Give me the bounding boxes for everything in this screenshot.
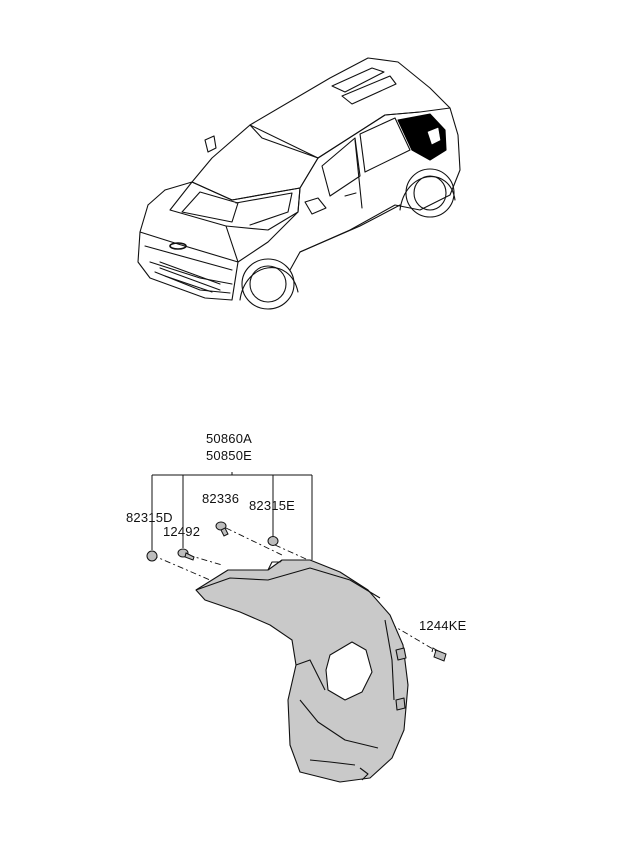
label-50860A: 50860A — [206, 431, 253, 446]
label-82315D: 82315D — [126, 510, 173, 525]
label-1244KE: 1244KE — [419, 618, 467, 633]
bolt-1244KE — [431, 647, 447, 662]
vehicle-illustration — [137, 57, 461, 310]
clip-82336 — [215, 521, 229, 537]
clip-82315D — [146, 550, 158, 562]
label-12492: 12492 — [163, 524, 201, 539]
label-82336: 82336 — [202, 491, 240, 506]
label-82315E: 82315E — [249, 498, 296, 513]
callout-lines — [151, 472, 313, 560]
quarter-trim-panel — [195, 559, 409, 783]
label-50850E: 50850E — [206, 448, 253, 463]
screw-12492 — [177, 548, 195, 561]
clip-82315E — [267, 536, 279, 546]
